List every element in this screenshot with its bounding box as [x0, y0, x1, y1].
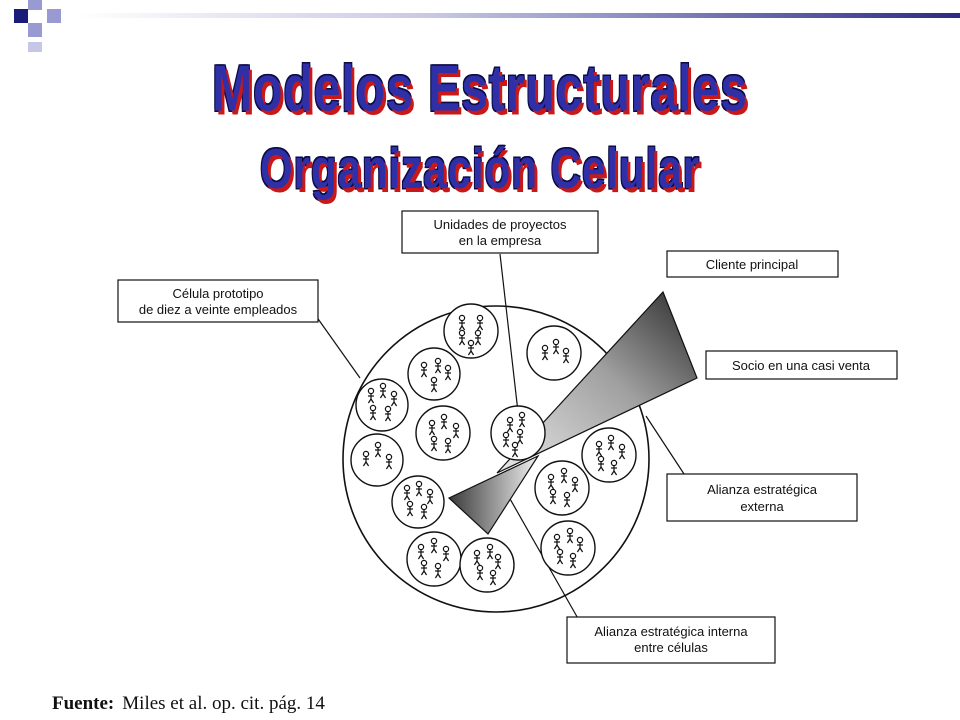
label-celula-line2: de diez a veinte empleados [139, 302, 298, 317]
label-alianza-interna-line1: Alianza estratégica interna [594, 624, 748, 639]
team-cell-icon [534, 460, 590, 516]
label-socio: Socio en una casi venta [705, 350, 898, 380]
connector-alianza-interna [496, 475, 581, 623]
label-unidades-line2: en la empresa [459, 233, 542, 248]
top-rule [76, 13, 960, 18]
label-cliente-principal: Cliente principal [666, 250, 839, 278]
connector-alianza-externa [645, 415, 687, 478]
label-celula-line1: Célula prototipo [172, 286, 263, 301]
alliance-wedge-external [496, 290, 698, 474]
slide-title: Modelos Estructurales [212, 53, 748, 126]
team-cell-icon [443, 303, 499, 359]
connector-unidades [499, 253, 519, 413]
source-citation: Fuente: Miles et al. op. cit. pág. 14 [52, 693, 325, 715]
team-cell-icon [540, 520, 596, 576]
slide-subtitle: Organización Celular [259, 136, 701, 201]
team-cell-icon [459, 537, 515, 593]
source-text: Miles et al. op. cit. pág. 14 [122, 693, 325, 714]
label-celula-prototipo: Célula prototipo de diez a veinte emplea… [117, 279, 319, 323]
corner-decoration [0, 0, 80, 60]
label-cliente: Cliente principal [706, 257, 799, 272]
label-alianza-interna: Alianza estratégica interna entre célula… [566, 616, 776, 664]
team-cell-icon [350, 433, 404, 487]
team-cell-icon [490, 405, 546, 461]
label-alianza-externa-line1: Alianza estratégica [707, 482, 818, 497]
label-alianza-interna-line2: entre células [634, 640, 708, 655]
label-unidades-line1: Unidades de proyectos [434, 217, 567, 232]
team-cell-icon [526, 325, 582, 381]
label-alianza-externa: Alianza estratégica externa [666, 473, 858, 522]
team-cell-icon [391, 475, 445, 529]
connector-celula [315, 315, 361, 379]
alliance-wedge-internal [447, 454, 540, 535]
team-cell-icon [415, 405, 471, 461]
label-alianza-externa-line2: externa [740, 499, 784, 514]
label-unidades-proyectos: Unidades de proyectos en la empresa [401, 210, 599, 254]
team-cell-icon [581, 427, 637, 483]
team-cell-icon [407, 347, 461, 401]
team-cell-icon [355, 378, 409, 432]
source-label: Fuente: [52, 693, 115, 714]
team-cell-icon [406, 531, 462, 587]
label-socio-text: Socio en una casi venta [732, 358, 871, 373]
